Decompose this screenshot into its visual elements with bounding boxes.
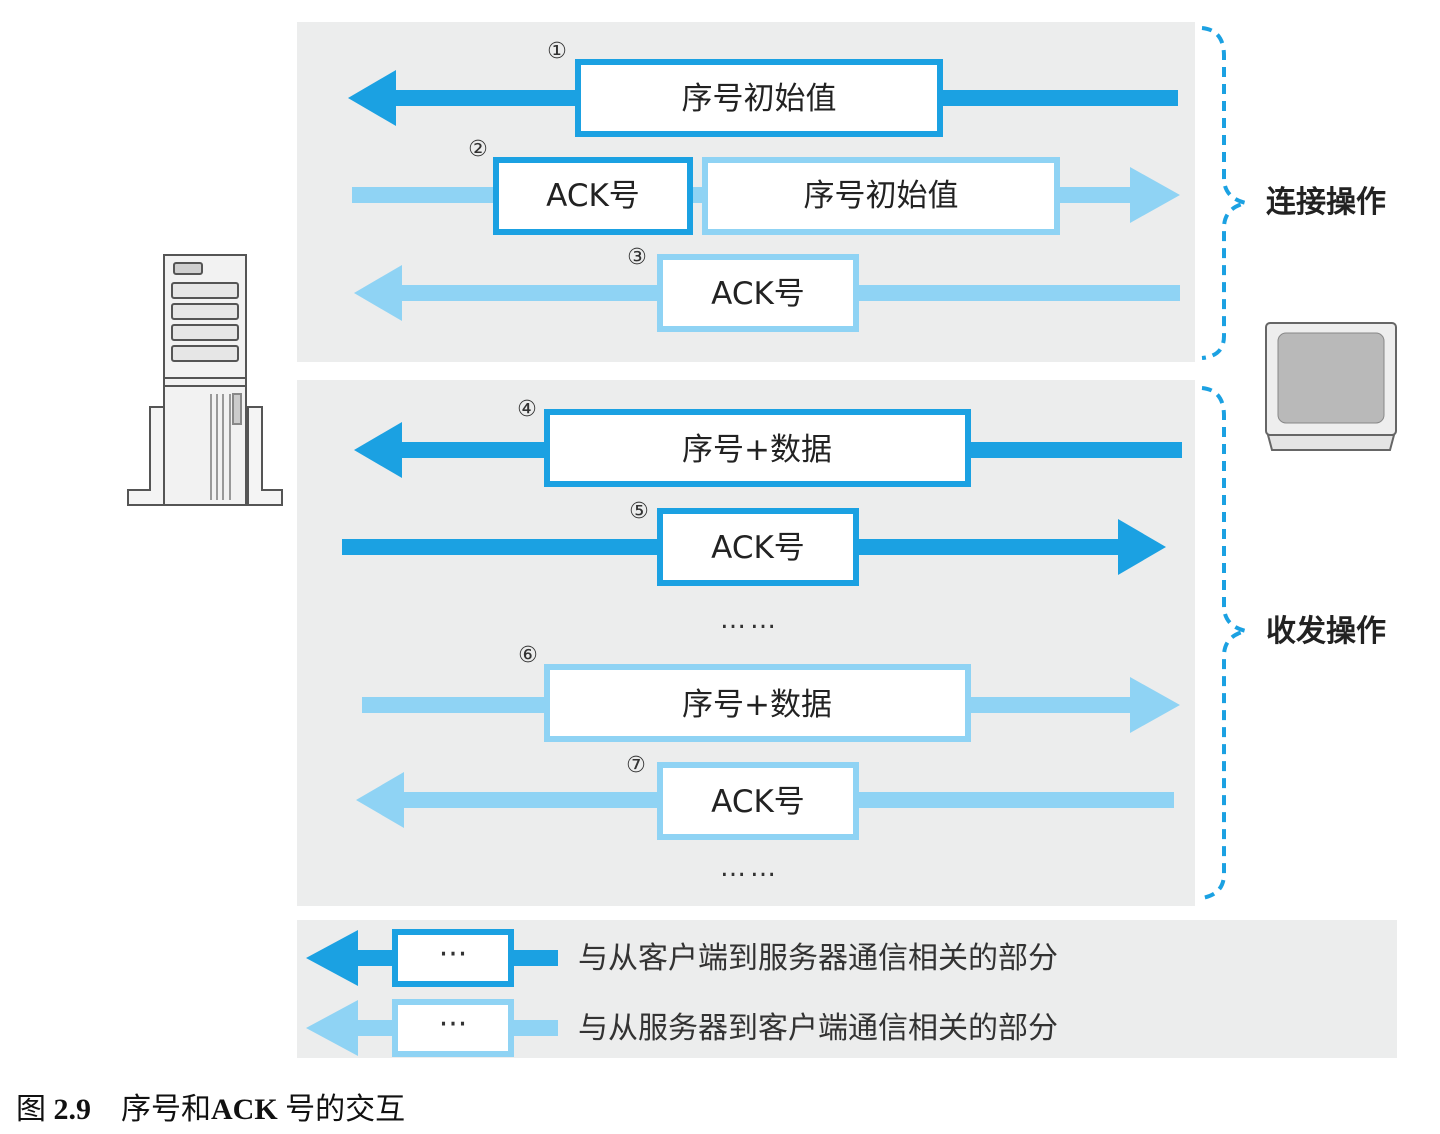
step-3: ACK号 ③	[354, 245, 1180, 332]
step-6: 序号+数据 ⑥	[362, 643, 1180, 742]
caption-number: 2.9	[54, 1093, 92, 1126]
caption-prefix: 图	[16, 1093, 54, 1126]
client-monitor-icon	[1265, 322, 1397, 451]
ack-label: ACK号	[711, 784, 805, 820]
arrow-right	[1130, 167, 1180, 223]
legend-box	[392, 929, 514, 987]
step-1: 序号初始值 ①	[348, 39, 1178, 137]
packet-label: 序号初始值	[804, 178, 959, 214]
step-5: ACK号 ⑤	[342, 499, 1166, 586]
arrow-left	[348, 70, 396, 126]
step-number: ④	[517, 397, 537, 422]
ellipsis-1: ……	[720, 605, 780, 635]
ack-box	[493, 157, 693, 235]
server-tower-icon	[127, 254, 283, 506]
caption-title-b: ACK	[211, 1093, 278, 1126]
transfer-bracket	[1201, 386, 1247, 900]
figure-caption: 图 2.9 序号和ACK 号的交互	[16, 1093, 405, 1126]
ellipsis-2: ……	[720, 853, 780, 883]
arrow-right	[1118, 519, 1166, 575]
packet-box	[544, 664, 971, 742]
step-number: ①	[547, 39, 567, 64]
packet-box	[544, 409, 971, 487]
packet-label: 序号初始值	[682, 81, 837, 117]
step-7: ACK号 ⑦	[356, 753, 1174, 840]
connect-bracket	[1201, 26, 1247, 360]
legend-box-text: ···	[439, 1007, 468, 1042]
transfer-label: 收发操作	[1266, 614, 1386, 649]
caption-title-a: 序号和	[91, 1093, 211, 1126]
packet-label: 序号+数据	[682, 432, 832, 468]
caption-title-c: 号的交互	[278, 1093, 406, 1126]
ack-box	[657, 508, 859, 586]
legend-arrow-left	[306, 930, 358, 986]
step-4: 序号+数据 ④	[354, 397, 1182, 487]
ack-box	[657, 762, 859, 840]
legend-arrow-left	[306, 1000, 358, 1056]
arrow-left	[354, 265, 402, 321]
legend-text: 与从服务器到客户端通信相关的部分	[578, 1011, 1058, 1046]
step-number: ⑦	[626, 753, 646, 778]
legend-server-to-client: ··· 与从服务器到客户端通信相关的部分	[306, 999, 1058, 1057]
ack-label: ACK号	[546, 178, 640, 214]
connect-label: 连接操作	[1266, 185, 1386, 220]
arrow-right	[1130, 677, 1180, 733]
ack-label: ACK号	[711, 530, 805, 566]
packet-box	[575, 59, 943, 137]
packet-label: 序号+数据	[682, 687, 832, 723]
legend-text: 与从客户端到服务器通信相关的部分	[578, 941, 1058, 976]
step-2: ACK号 序号初始值 ②	[352, 137, 1180, 235]
legend-client-to-server: ··· 与从客户端到服务器通信相关的部分	[306, 929, 1058, 987]
arrow-left	[356, 772, 404, 828]
legend-box	[392, 999, 514, 1057]
ack-box	[657, 254, 859, 332]
packet-box	[702, 157, 1060, 235]
legend-box-text: ···	[439, 937, 468, 972]
ack-label: ACK号	[711, 276, 805, 312]
arrow-left	[354, 422, 402, 478]
step-number: ②	[468, 137, 488, 162]
step-number: ③	[627, 245, 647, 270]
step-number: ⑤	[629, 499, 649, 524]
step-number: ⑥	[518, 643, 538, 668]
